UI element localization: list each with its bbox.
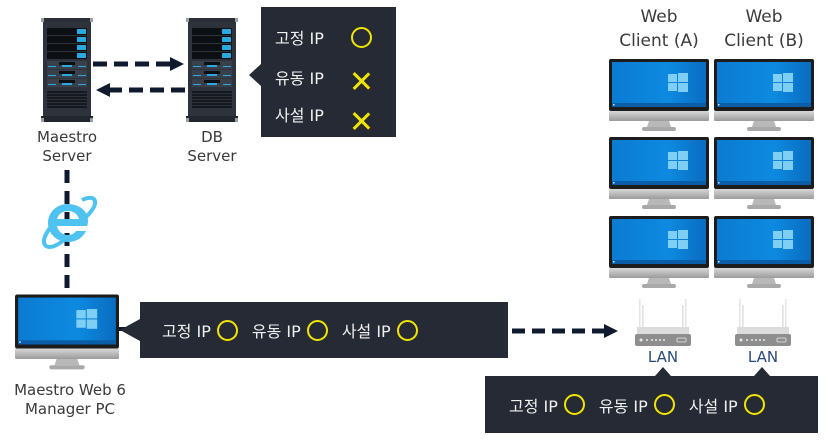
ip-item-dynamic: 유동 IP <box>252 318 328 342</box>
server-rack-icon <box>186 18 238 122</box>
ip-type-label: 유동 IP <box>598 396 648 416</box>
callout-pointer <box>249 64 261 86</box>
monitor-icon <box>714 137 814 213</box>
ip-item-dynamic: 유동 IP <box>599 393 675 417</box>
unsupported-cross-icon <box>351 71 371 91</box>
web-client-b-label: Web Client (B) <box>724 7 804 51</box>
server-rack-icon <box>41 18 93 122</box>
ip-item-static: 고정 IP <box>162 318 238 342</box>
ip-type-label: 고정 IP <box>162 322 211 341</box>
web-client-a-label: Web Client (A) <box>619 7 699 51</box>
lan-b-label: LAN <box>747 348 779 366</box>
ip-type-label: 고정 IP <box>509 396 558 416</box>
callout-pointer-b <box>754 367 770 376</box>
arrow-manager-to-lan <box>512 324 618 338</box>
manager-pc-node <box>15 294 119 374</box>
ip-type-label: 유동 IP <box>251 322 301 341</box>
ip-type-label: 사설 IP <box>688 396 738 416</box>
web-client-b-group <box>714 59 814 289</box>
ip-item-static: 고정 IP <box>509 393 585 417</box>
monitor-icon <box>609 59 709 135</box>
supported-circle-icon <box>216 319 238 341</box>
ip-item-private: 사설 IP <box>689 393 765 417</box>
monitor-icon <box>609 137 709 213</box>
router-icon <box>733 297 793 347</box>
ip-row-dynamic: 유동 IP <box>275 63 371 91</box>
arrow-maestro-to-db <box>93 57 184 71</box>
maestro-server-label: Maestro Server <box>36 128 98 165</box>
ip-type-label: 사설 IP <box>341 322 391 341</box>
router-icon <box>633 297 693 347</box>
monitor-icon <box>609 216 709 292</box>
internet-explorer-icon <box>41 195 98 250</box>
manager-pc-ip-callout: 고정 IP 유동 IP 사설 IP <box>120 302 508 358</box>
supported-circle-icon <box>306 319 328 341</box>
db-server-label: DB Server <box>187 128 237 165</box>
supported-circle-icon <box>653 394 675 415</box>
ip-type-label: 고정 IP <box>275 29 324 48</box>
supported-circle-icon <box>396 319 418 341</box>
db-server-node <box>186 18 238 122</box>
ip-row-static: 고정 IP <box>275 25 372 49</box>
lan-a-label: LAN <box>647 348 679 366</box>
lan-b-node <box>733 297 793 347</box>
browser-node <box>38 192 98 250</box>
ip-row-private: 사설 IP <box>275 97 371 131</box>
callout-pointer <box>120 319 140 341</box>
db-server-ip-callout: 고정 IP 유동 IP 사설 IP <box>249 7 396 137</box>
lan-ip-callout: 고정 IP 유동 IP 사설 IP <box>485 367 818 433</box>
lan-a-node <box>633 297 693 347</box>
maestro-server-node <box>41 18 93 122</box>
monitor-icon <box>714 216 814 292</box>
ip-type-label: 유동 IP <box>275 69 324 88</box>
supported-circle-icon <box>351 26 372 48</box>
monitor-icon <box>15 294 119 374</box>
ip-type-label: 사설 IP <box>275 106 324 125</box>
ip-item-private: 사설 IP <box>342 318 418 342</box>
unsupported-cross-icon <box>351 111 371 131</box>
callout-pointer-a <box>655 367 671 376</box>
supported-circle-icon <box>563 394 585 415</box>
web-client-a-group <box>609 59 709 289</box>
supported-circle-icon <box>743 394 765 415</box>
manager-pc-label: Maestro Web 6 Manager PC <box>14 381 126 418</box>
arrow-db-to-maestro <box>96 83 185 97</box>
monitor-icon <box>714 59 814 135</box>
